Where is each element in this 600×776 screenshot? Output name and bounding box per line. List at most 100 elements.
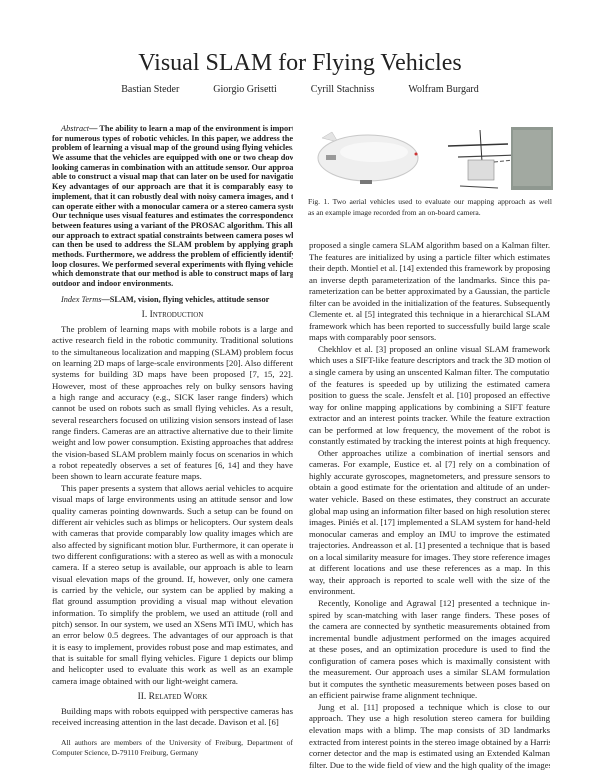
text-line: received increasing attention in the las… <box>52 717 279 728</box>
text-line: on a local similarity measure for images… <box>309 551 550 562</box>
text-line: Chekhlov et al. [3] proposed an online v… <box>318 343 550 354</box>
author: Wolfram Burgard <box>408 84 479 95</box>
text-line: at these poses, and an optimization proc… <box>309 644 550 655</box>
text-line: their depth. Montiel et al. [14] extende… <box>309 263 550 274</box>
abstract-line: Key advantages of our approach are that … <box>52 182 293 192</box>
figure-1-images <box>317 127 553 190</box>
text-line: is carried by the vehicle, our system ca… <box>52 584 293 595</box>
text-line: that is suitable for small flying vehicl… <box>52 652 293 663</box>
text-line: obtain a good estimate for the orientati… <box>309 482 550 493</box>
abstract-line: We assume that the vehicles are equipped… <box>52 153 293 163</box>
text-line: cameras. For example, Eustice et. al [7]… <box>309 459 550 470</box>
index-terms: Index Terms—SLAM, vision, flying vehicle… <box>52 295 293 305</box>
left-column-body: Index Terms—SLAM, vision, flying vehicle… <box>52 290 293 759</box>
text-line: which uses a SIFT-like feature descripto… <box>309 355 550 366</box>
text-line: an inverse depth parameterization of the… <box>309 274 550 285</box>
text-line: to the simultaneous localization and map… <box>52 346 293 357</box>
text-line: Jung et al. [11] proposed a technique wh… <box>318 701 550 712</box>
abstract-text: — The ability to learn a map of the envi… <box>89 124 293 133</box>
text-line: also affected by significant motion blur… <box>52 539 293 550</box>
author: Cyrill Stachniss <box>310 84 375 95</box>
abstract-line: between features using a variant of the … <box>52 220 293 230</box>
text-line: extractor and an interest points tracker… <box>309 413 550 424</box>
text-line: filter can be avoided in the initializat… <box>309 297 550 308</box>
text-line: been shown to learn accurate feature map… <box>52 471 202 482</box>
text-line: on learning 2D maps of large-scale envir… <box>52 358 293 369</box>
text-line: spired by scan-matching with laser range… <box>309 609 550 620</box>
text-line: trajectories. Andreasson et al. [1] pres… <box>309 540 550 551</box>
footnote: All authors are members of the Universit… <box>52 738 293 759</box>
text-line: an efficient pairwise frame alignment te… <box>309 690 478 701</box>
text-line: different air vehicles such as blimps or… <box>52 516 293 527</box>
text-line: flat ground assumption providing a visua… <box>52 596 293 607</box>
abstract-line: loop closures. We performed several expe… <box>52 259 293 269</box>
text-line: the measurement. Our approach uses a sim… <box>309 667 550 678</box>
author: Bastian Steder <box>121 84 180 95</box>
index-terms-text: —SLAM, vision, flying vehicles, attitude… <box>101 295 270 304</box>
text-line: but it computes the synthetic measuremen… <box>309 678 550 689</box>
footnote-line: All authors are members of the Universit… <box>61 737 293 747</box>
abstract: Abstract— The ability to learn a map of … <box>52 124 293 289</box>
text-line: highly accurate gyroscopes, magnetometer… <box>309 470 550 481</box>
text-line: way, their approach is reported to scale… <box>309 574 550 585</box>
abstract-line: able to construct a visual map that can … <box>52 172 293 182</box>
text-line: corner detector and the map is estimated… <box>309 748 550 759</box>
text-line: position to guess the scale. Jensfelt et… <box>309 390 550 401</box>
text-line: filter. Due to the wide field of view an… <box>309 759 550 770</box>
text-line: way for online mapping applications by c… <box>309 401 550 412</box>
abstract-line: our approach to extract spatial constrai… <box>52 230 293 240</box>
abstract-line: for numerous types of robotic vehicles. … <box>52 133 293 143</box>
text-line: constantly estimated by tracking the int… <box>309 436 550 447</box>
text-line: the vision-based SLAM problem mainly foc… <box>52 448 293 459</box>
abstract-line: implement, that it can robustly deal wit… <box>52 191 293 201</box>
text-line: monocular cameras and employ an IMU to i… <box>309 528 550 539</box>
onboard-camera-image <box>511 127 553 190</box>
text-line: images. Piniés et al. [17] implemented a… <box>309 517 550 528</box>
abstract-label: Abstract <box>61 124 90 133</box>
abstract-line: problem of learning a visual map of the … <box>52 143 293 153</box>
text-line: weight and low power consumption. Existi… <box>52 437 293 448</box>
text-line: and helicopter used to evaluate this wor… <box>52 664 293 675</box>
text-line: incremental bundle adjustment performed … <box>309 632 550 643</box>
text-line: two different configurations: with a ste… <box>52 550 293 561</box>
text-line: active research field in the robotic com… <box>52 335 293 346</box>
text-line: framework which has been reported to suc… <box>309 320 550 331</box>
text-line: extracted from interest points in the st… <box>309 736 550 747</box>
text-line: Other approaches utilize a combination o… <box>318 447 550 458</box>
text-line: an error below 0.5 degrees. The advantag… <box>52 630 293 641</box>
abstract-line: Our technique uses visual features and e… <box>52 211 293 221</box>
text-line: Recently, Konolige and Agrawal [12] pres… <box>318 597 550 608</box>
right-column-body: proposed a single camera SLAM algorithm … <box>309 240 550 771</box>
text-line: rameterization can be better approximate… <box>309 286 550 297</box>
figure-caption: Fig. 1. Two aerial vehicles used to eval… <box>308 197 552 218</box>
text-line: environment. <box>309 586 356 597</box>
text-line: visual maps of large environments using … <box>52 494 293 505</box>
text-line: a single camera by using an unscented Ka… <box>309 367 550 378</box>
text-line: several researchers focused on utilizing… <box>52 414 293 425</box>
text-line: pitch) sensor. In our system, we used an… <box>52 618 293 629</box>
text-line: water vehicle. Based on these estimates,… <box>309 494 550 505</box>
section-heading: II. Related Work <box>137 692 208 702</box>
text-line: a robot repeatedly observes a set of fea… <box>52 460 293 471</box>
text-line: However, most of these approaches rely o… <box>52 380 293 391</box>
text-line: cannot be used on robots such as small f… <box>52 403 293 414</box>
text-line: it is easy to implement, provides robust… <box>52 641 293 652</box>
paper-title: Visual SLAM for Flying Vehicles <box>138 50 462 76</box>
author: Giorgio Grisetti <box>213 84 277 95</box>
section-heading: I. Introduction <box>141 310 204 320</box>
text-line: a high range and accuracy (e.g., SICK la… <box>52 392 293 403</box>
text-line: proposed a single camera SLAM algorithm … <box>309 240 550 250</box>
abstract-line: Abstract— The ability to learn a map of … <box>52 124 293 134</box>
text-line: information. To simplify the problem, we… <box>52 607 293 618</box>
footnote-line: Computer Science, D-79110 Freiburg, Germ… <box>52 748 199 758</box>
text-line: global map using an information filter b… <box>309 505 550 516</box>
abstract-line: looking cameras in combination with an a… <box>52 162 293 172</box>
text-line: Building maps with robots equipped with … <box>61 706 293 716</box>
text-line: with cameras that provide comparably low… <box>52 528 293 539</box>
caption-line: as an example image recorded from an on-… <box>308 207 481 217</box>
blimp-photo <box>317 131 419 184</box>
text-line: approach. They use a high resolution ste… <box>309 713 550 724</box>
text-line: the camera are connected by synthetic me… <box>309 621 550 632</box>
abstract-line: which demonstrate that our method is abl… <box>52 269 293 279</box>
text-line: The problem of learning maps with mobile… <box>61 324 293 334</box>
